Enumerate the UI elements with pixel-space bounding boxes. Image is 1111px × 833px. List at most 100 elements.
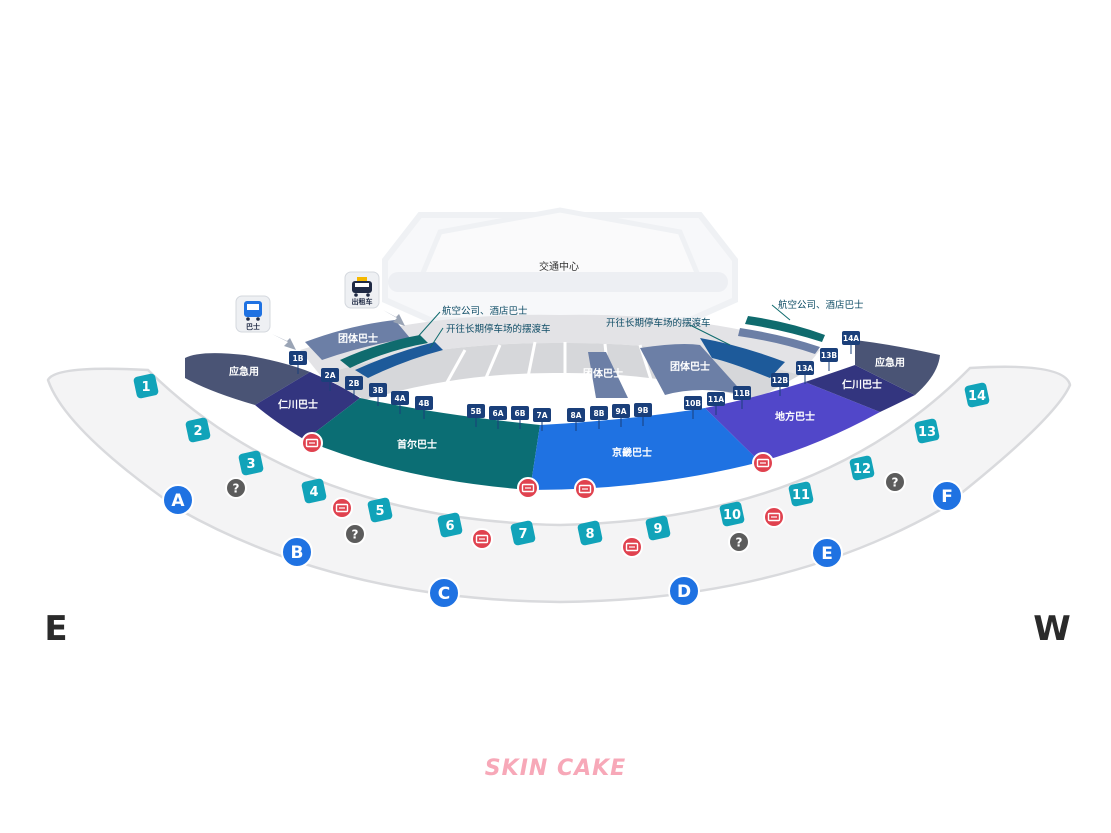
stop-label: 1B <box>293 354 304 363</box>
gate-8[interactable]: 8 <box>577 520 603 546</box>
stop-4a[interactable]: 4A <box>391 391 409 414</box>
door-label: C <box>438 584 450 604</box>
stop-14a[interactable]: 14A <box>842 331 860 354</box>
info-icon[interactable]: ? <box>225 477 247 499</box>
ticket-icon[interactable] <box>763 506 785 528</box>
gate-12[interactable]: 12 <box>849 455 875 481</box>
ticket-icon[interactable] <box>574 478 596 500</box>
taxi-stand-sign[interactable]: 出租车 <box>344 271 380 309</box>
door-d[interactable]: D <box>668 575 700 607</box>
note-long-term-shuttle-left: 开往长期停车场的摆渡车 <box>446 323 551 335</box>
gate-5[interactable]: 5 <box>367 497 393 523</box>
stop-7a[interactable]: 7A <box>533 408 551 431</box>
lane-airline-left <box>340 335 428 368</box>
zone-label: 团体巴士 <box>670 360 710 373</box>
stop-13a[interactable]: 13A <box>796 361 814 384</box>
stop-2b[interactable]: 2B <box>345 376 363 399</box>
stop-12b[interactable]: 12B <box>771 373 789 396</box>
gate-2[interactable]: 2 <box>185 417 211 443</box>
zone-group-bus-left <box>305 320 410 360</box>
ticket-icon[interactable] <box>752 452 774 474</box>
ticket-icon[interactable] <box>517 477 539 499</box>
service-markers: ???? <box>225 432 906 558</box>
zone-label: 应急用 <box>875 356 905 369</box>
stop-4b[interactable]: 4B <box>415 396 433 419</box>
stop-label: 12B <box>772 376 788 385</box>
svg-text:?: ? <box>233 482 240 496</box>
zone-label: 团体巴士 <box>338 332 378 345</box>
door-label: A <box>171 491 185 511</box>
info-icon[interactable]: ? <box>344 523 366 545</box>
info-icon[interactable]: ? <box>884 471 906 493</box>
transport-center-label: 交通中心 <box>539 260 579 273</box>
gate-10[interactable]: 10 <box>719 501 745 527</box>
gate-6[interactable]: 6 <box>437 512 463 538</box>
info-icon[interactable]: ? <box>728 531 750 553</box>
stop-label: 4B <box>419 399 430 408</box>
stop-label: 13A <box>797 364 813 373</box>
gate-label: 11 <box>792 488 810 503</box>
note-airline-hotel-left: 航空公司、酒店巴士 <box>442 305 528 317</box>
stop-1b[interactable]: 1B <box>289 351 307 374</box>
zone-label: 仁川巴士 <box>842 378 882 391</box>
door-b[interactable]: B <box>281 536 313 568</box>
ticket-icon[interactable] <box>331 497 353 519</box>
gate-label: 6 <box>445 519 454 534</box>
zone-incheon-right <box>805 365 915 412</box>
stop-label: 5B <box>471 407 482 416</box>
gate-4[interactable]: 4 <box>301 478 327 504</box>
note-long-term-shuttle-right: 开往长期停车场的摆渡车 <box>606 317 711 329</box>
stop-13b[interactable]: 13B <box>820 348 838 371</box>
zone-seoul-bus <box>305 398 540 490</box>
gate-14[interactable]: 14 <box>964 382 990 408</box>
taxi-icon <box>352 277 372 297</box>
taxi-arrow-icon <box>383 310 405 326</box>
stop-6a[interactable]: 6A <box>489 406 507 429</box>
gate-label: 3 <box>246 457 255 472</box>
gate-3[interactable]: 3 <box>238 450 264 476</box>
gate-1[interactable]: 1 <box>133 373 159 399</box>
ticket-icon[interactable] <box>621 536 643 558</box>
stop-2a[interactable]: 2A <box>321 368 339 391</box>
stop-label: 13B <box>821 351 837 360</box>
stop-8b[interactable]: 8B <box>590 406 608 429</box>
stop-9a[interactable]: 9A <box>612 404 630 427</box>
gate-7[interactable]: 7 <box>510 520 536 546</box>
stop-8a[interactable]: 8A <box>567 408 585 431</box>
svg-text:?: ? <box>352 528 359 542</box>
stop-5b[interactable]: 5B <box>467 404 485 427</box>
door-c[interactable]: C <box>428 577 460 609</box>
svg-text:?: ? <box>736 536 743 550</box>
lane-group-right-strip <box>738 328 820 354</box>
stop-9b[interactable]: 9B <box>634 403 652 426</box>
stop-11b[interactable]: 11B <box>733 386 751 409</box>
door-a[interactable]: A <box>162 484 194 516</box>
zone-gyeonggi-bus <box>530 408 760 490</box>
stop-6b[interactable]: 6B <box>511 406 529 429</box>
stop-label: 3B <box>373 386 384 395</box>
gate-label: 14 <box>968 389 986 404</box>
stop-label: 2B <box>349 379 360 388</box>
ticket-icon[interactable] <box>301 432 323 454</box>
bus-stop-sign[interactable]: 巴士 <box>235 295 271 333</box>
zone-local-bus <box>705 382 880 462</box>
stop-label: 8B <box>594 409 605 418</box>
stop-10b[interactable]: 10B <box>684 396 702 419</box>
stop-11a[interactable]: 11A <box>707 392 725 415</box>
door-label: B <box>291 543 304 563</box>
gate-label: 8 <box>585 527 594 542</box>
gate-11[interactable]: 11 <box>788 481 814 507</box>
bus-caption: 巴士 <box>246 322 260 331</box>
gate-13[interactable]: 13 <box>914 418 940 444</box>
stop-3b[interactable]: 3B <box>369 383 387 406</box>
door-e[interactable]: E <box>811 537 843 569</box>
svg-text:?: ? <box>892 476 899 490</box>
ticket-icon[interactable] <box>471 528 493 550</box>
gate-label: 7 <box>518 527 527 542</box>
zone-emergency-left <box>185 353 310 405</box>
stop-label: 11A <box>708 395 724 404</box>
gate-9[interactable]: 9 <box>645 515 671 541</box>
bus-icon <box>244 301 262 321</box>
door-f[interactable]: F <box>931 480 963 512</box>
